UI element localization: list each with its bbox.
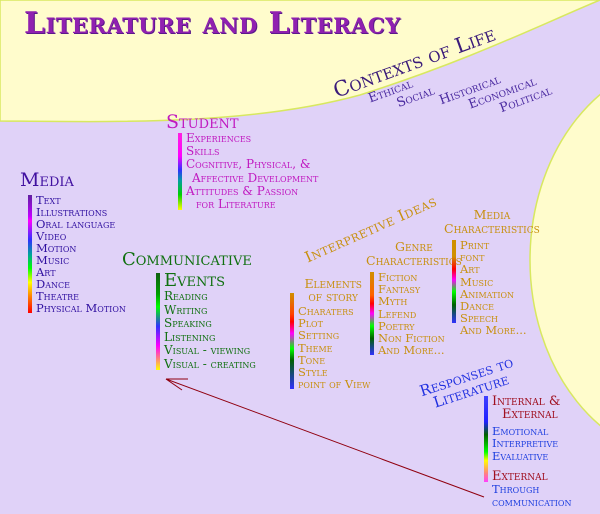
media-characteristics-section: Media Characteristics Print font Art Mus…: [444, 208, 540, 337]
media-item: Motion: [36, 241, 77, 255]
media-char-item: Speech: [460, 311, 499, 326]
feedback-arrow-line: [165, 378, 485, 498]
color-gradient-bar: [370, 272, 374, 356]
color-gradient-bar: [28, 195, 32, 313]
right-highlight-circle: [529, 93, 600, 427]
media-char-item: And More...: [460, 323, 527, 338]
student-item: Skills: [186, 144, 220, 159]
communicative-item: Reading: [164, 289, 208, 303]
student-item: Affective Development: [192, 170, 319, 185]
elements-item: Style: [298, 365, 328, 380]
genre-heading-line1: Genre: [394, 239, 433, 254]
genre-item: Myth: [378, 294, 408, 309]
media-char-heading-line2: Characteristics: [444, 220, 540, 236]
communicative-item: Listening: [164, 329, 216, 344]
elements-item: Charaters: [298, 304, 354, 318]
response-item: Through: [492, 482, 540, 497]
responses-section: Internal & External Emotional Interpreti…: [484, 395, 571, 508]
communicative-item: Visual - viewing: [164, 343, 251, 357]
media-item: Art: [36, 265, 56, 279]
genre-item: Lefend: [378, 306, 417, 321]
media-heading: Media: [20, 169, 74, 191]
media-char-item: font: [460, 250, 485, 265]
media-char-item: Art: [460, 262, 480, 277]
communicative-list: Events Reading Writing Speaking Listenin…: [156, 272, 256, 371]
top-highlight-shape: [0, 0, 600, 123]
student-item: Attitudes & Passion: [186, 183, 299, 198]
communicative-item: Visual - creating: [164, 356, 256, 371]
page-title: Literature and Literacy: [24, 6, 401, 41]
media-item: Text: [36, 193, 61, 207]
color-gradient-bar: [452, 240, 456, 323]
responses-list: Internal & External Emotional Interpreti…: [484, 395, 571, 508]
color-gradient-bar: [156, 273, 160, 370]
response-item: Emotional: [492, 424, 549, 438]
communicative-item: Speaking: [164, 316, 212, 330]
communicative-section: Communicative Events Reading Writing Spe…: [122, 250, 256, 371]
media-item: Dance: [36, 277, 70, 291]
response-item: Evaluative: [492, 448, 549, 463]
elements-item: Tone: [298, 352, 326, 367]
genre-item: Fiction: [378, 270, 418, 284]
media-item: Theatre: [36, 289, 80, 303]
student-list: Experiences Skills Cognitive, Physical, …: [178, 131, 319, 212]
communicative-subheading: Events: [164, 270, 225, 291]
media-char-item: Music: [460, 274, 494, 289]
media-char-list: Print font Art Music Animation Dance Spe…: [452, 239, 540, 337]
elements-item: Setting: [298, 328, 340, 343]
response-item: Interpretive: [492, 436, 559, 451]
genre-characteristics-section: Genre Characteristics Fiction Fantasy My…: [366, 240, 462, 356]
elements-item: Theme: [298, 340, 333, 355]
external-heading: External: [492, 469, 548, 485]
genre-item: Poetry: [378, 318, 415, 333]
genre-item: And More...: [378, 343, 445, 358]
student-item: Experiences: [186, 131, 252, 145]
genre-heading-line2: Characteristics: [366, 252, 462, 268]
media-item: Music: [36, 253, 70, 267]
media-section: Media Text Illustrations Oral language V…: [20, 170, 126, 314]
elements-of-story-section: Elements of story Charaters Plot Setting…: [290, 277, 370, 390]
media-char-heading-line1: Media: [473, 207, 511, 222]
student-item: for Literature: [196, 197, 276, 212]
elements-item: point of View: [298, 377, 371, 392]
color-gradient-bar: [484, 396, 488, 483]
student-section: Student Experiences Skills Cognitive, Ph…: [166, 112, 318, 211]
communicative-item: Writing: [164, 302, 208, 317]
media-item: Illustrations: [36, 205, 108, 219]
feedback-arrowhead-bottom: [165, 378, 183, 391]
color-gradient-bar: [290, 293, 294, 390]
student-item: Cognitive, Physical, &: [186, 157, 311, 172]
media-char-item: Animation: [460, 286, 515, 301]
media-char-item: Print: [460, 238, 490, 252]
elements-heading-line1: Elements: [304, 276, 362, 291]
media-char-item: Dance: [460, 299, 494, 314]
media-item: Physical Motion: [36, 301, 126, 315]
media-item: Video: [36, 229, 67, 243]
internal-heading-line2: External: [502, 407, 558, 422]
media-list: Text Illustrations Oral language Video M…: [28, 194, 126, 314]
media-item: Oral language: [36, 217, 116, 231]
genre-list: Fiction Fantasy Myth Lefend Poetry Non F…: [370, 271, 462, 356]
communicative-heading: Communicative: [122, 249, 252, 270]
internal-heading-line1: Internal &: [492, 394, 561, 409]
student-heading: Student: [166, 111, 239, 133]
elements-item: Plot: [298, 316, 323, 331]
elements-list: Charaters Plot Setting Theme Tone Style …: [290, 293, 371, 392]
elements-heading-line2: of story: [308, 289, 358, 304]
response-item: communication: [492, 494, 572, 509]
color-gradient-bar: [178, 133, 182, 211]
genre-item: Fantasy: [378, 282, 421, 297]
genre-item: Non Fiction: [378, 331, 445, 346]
